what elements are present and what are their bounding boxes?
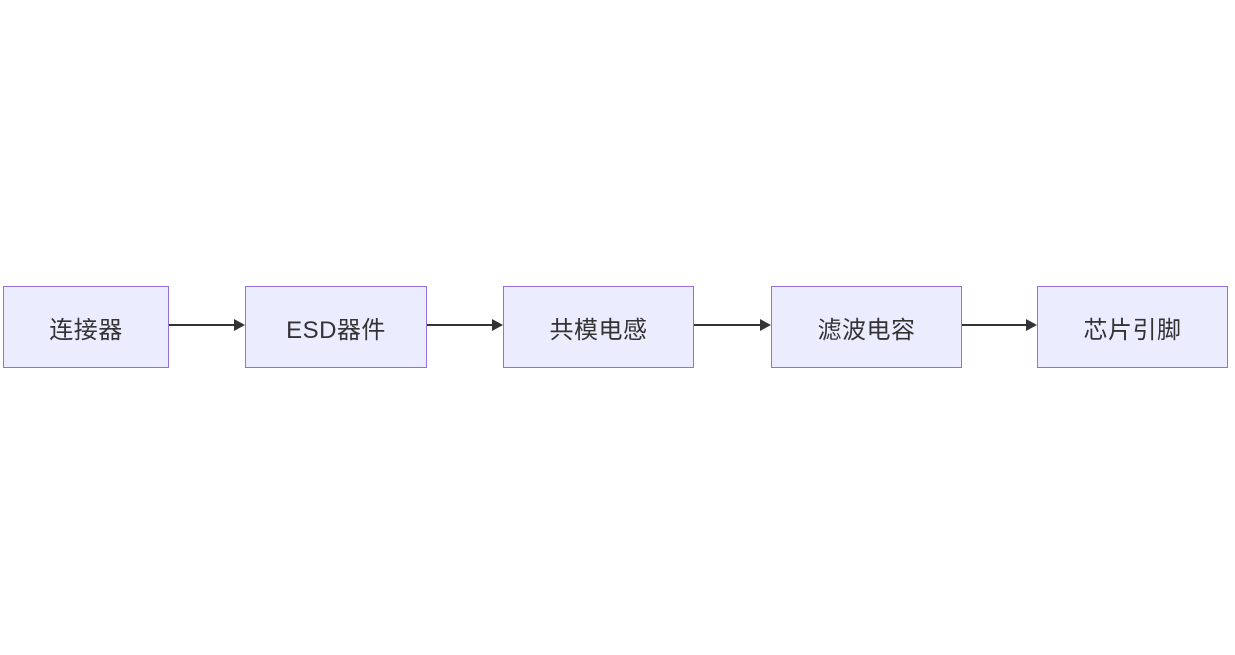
- node-filter-capacitor: 滤波电容: [771, 286, 962, 368]
- node-chip-pin: 芯片引脚: [1037, 286, 1228, 368]
- arrowhead-icon: [760, 319, 771, 331]
- node-esd-device-label: ESD器件: [286, 316, 386, 344]
- node-chip-pin-label: 芯片引脚: [1083, 316, 1182, 344]
- node-connector-label: 连接器: [49, 316, 123, 344]
- edge-arrow-esd-to-choke: [427, 317, 503, 333]
- edge-arrow-choke-to-capacitor: [694, 317, 771, 333]
- arrowhead-icon: [492, 319, 503, 331]
- arrowhead-icon: [1026, 319, 1037, 331]
- node-filter-capacitor-label: 滤波电容: [817, 316, 916, 344]
- node-esd-device: ESD器件: [245, 286, 427, 368]
- edge-arrow-capacitor-to-pin: [962, 317, 1037, 333]
- edge-arrow-connector-to-esd: [169, 317, 245, 333]
- node-common-mode-choke-label: 共模电感: [549, 316, 648, 344]
- arrowhead-icon: [234, 319, 245, 331]
- edge-line: [427, 324, 492, 326]
- edge-line: [962, 324, 1026, 326]
- node-connector: 连接器: [3, 286, 169, 368]
- edge-line: [169, 324, 234, 326]
- node-common-mode-choke: 共模电感: [503, 286, 694, 368]
- edge-line: [694, 324, 760, 326]
